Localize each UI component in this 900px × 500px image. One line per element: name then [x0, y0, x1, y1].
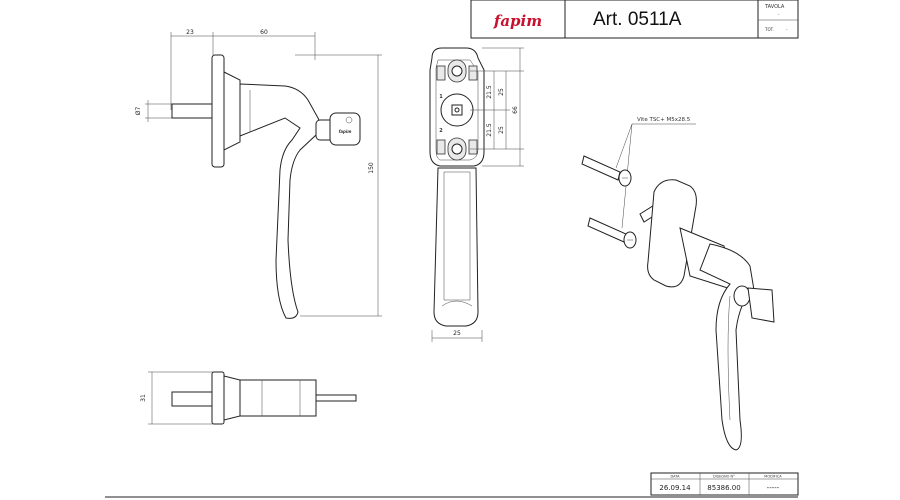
- front-view: 1 2 21.5 25 66 21.5 25 25: [429, 47, 524, 342]
- tot-value: -: [786, 27, 788, 32]
- tot-label: TOT.: [764, 27, 774, 32]
- rosette-bottom: [211, 371, 225, 425]
- dim-23: 23: [186, 29, 194, 36]
- side-view: 23 60 Ø7 150 fapim: [135, 29, 382, 319]
- rosette-neck: [223, 71, 241, 151]
- screw-upper: [581, 155, 632, 187]
- handle-bottom: [239, 379, 317, 417]
- dim-front-overall: 66: [512, 106, 519, 114]
- tavola-label: TAVOLA: [764, 4, 785, 10]
- dim-front-top: 25: [498, 88, 505, 96]
- brand-logo: fapim: [493, 12, 542, 30]
- screw-label: Vite TSC+ M5x28.5: [637, 117, 691, 123]
- dim-bottom-31: 31: [140, 394, 147, 402]
- bottom-view: 31: [140, 371, 357, 425]
- spindle-bottom: [171, 391, 217, 407]
- dim-spindle-dia: Ø7: [135, 107, 142, 116]
- screw-lower: [587, 217, 637, 249]
- modifica-label: MODIFICA: [764, 475, 782, 479]
- front-handle: [433, 167, 479, 327]
- key-bottom: [315, 394, 357, 402]
- modifica-value: -----: [767, 484, 780, 492]
- tavola-value: -: [778, 12, 780, 17]
- handle-side-profile: [239, 83, 321, 319]
- data-value: 26.09.14: [659, 484, 691, 492]
- disegno-label: DISEGNO N°: [713, 475, 735, 479]
- dim-60: 60: [260, 29, 268, 36]
- title-block: fapim Art. 0511A TAVOLA - TOT. -: [470, 0, 799, 39]
- footer-block: DATA DISEGNO N° MODIFICA 26.09.14 85386.…: [650, 472, 799, 496]
- disegno-value: 85386.00: [707, 484, 740, 492]
- dim-front-bottom: 25: [498, 126, 505, 134]
- article-number: Art. 0511A: [593, 9, 682, 30]
- iso-rosette: [647, 179, 697, 288]
- marker-2: 2: [439, 128, 443, 134]
- spindle: [171, 103, 217, 119]
- key-side: fapim: [315, 112, 361, 146]
- dim-150: 150: [368, 162, 375, 174]
- key-brand: fapim: [339, 129, 352, 134]
- iso-key: [733, 285, 775, 323]
- marker-1: 1: [439, 94, 443, 100]
- dim-front-mid-top: 21.5: [486, 85, 493, 99]
- data-label: DATA: [670, 475, 680, 479]
- dim-front-width: 25: [453, 330, 461, 337]
- isometric-view: Vite TSC+ M5x28.5: [581, 117, 775, 451]
- rosette-plate: [211, 54, 225, 168]
- dim-front-mid-bottom: 21.5: [486, 123, 493, 137]
